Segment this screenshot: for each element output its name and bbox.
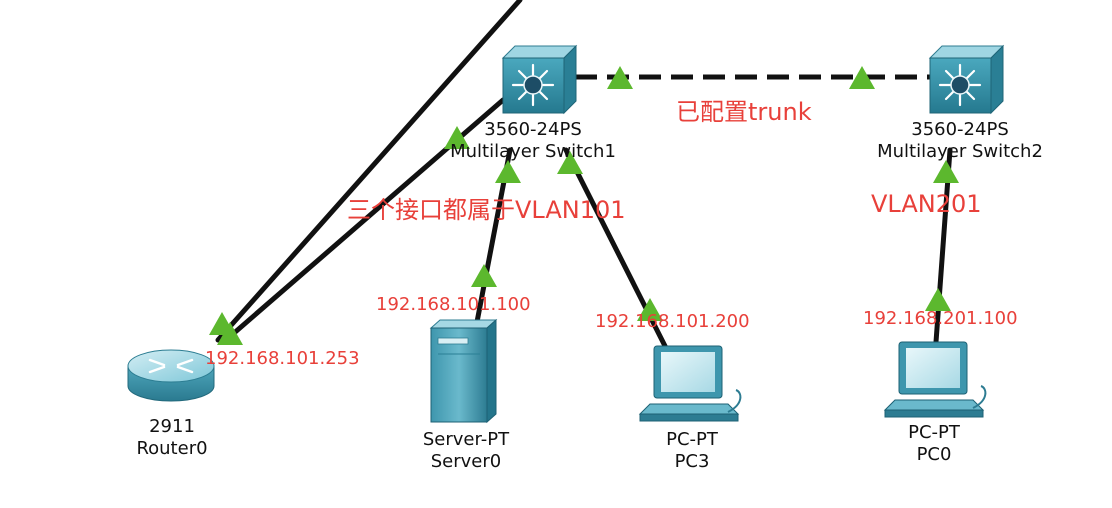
link-up-indicator: [607, 66, 633, 89]
link-up-indicator: [557, 151, 583, 174]
router0-name: Router0: [136, 438, 208, 459]
pc0-label: PC-PT PC0: [864, 422, 1004, 466]
pc0-icon[interactable]: [883, 341, 987, 418]
links: [215, 0, 953, 351]
router0-label: 2911 Router0: [112, 416, 232, 460]
pc0-ip: 192.168.201.100: [863, 308, 1018, 329]
link-router-offscreen[interactable]: [215, 0, 523, 343]
multilayer-switch1-icon[interactable]: [501, 44, 578, 115]
link-up-indicator: [495, 160, 521, 183]
vlan201-note: VLAN201: [871, 190, 982, 218]
router0-model: 2911: [149, 416, 195, 437]
server0-model: Server-PT: [422, 429, 510, 450]
server0-name: Server0: [430, 451, 502, 472]
trunk-note: 已配置trunk: [676, 98, 812, 126]
link-up-indicator: [217, 322, 243, 345]
link-up-indicator: [925, 288, 951, 311]
switch1-name: Multilayer Switch1: [450, 141, 616, 162]
pc0-model: PC-PT: [908, 422, 960, 443]
multilayer-switch2-icon[interactable]: [928, 44, 1005, 115]
link-up-indicator: [444, 126, 470, 149]
router0-icon[interactable]: [127, 349, 215, 402]
link-up-indicator: [471, 264, 497, 287]
vlan101-note: 三个接口都属于VLAN101: [347, 196, 626, 224]
link-up-indicator: [637, 298, 663, 321]
link-up-indicator: [933, 160, 959, 183]
switch2-name: Multilayer Switch2: [877, 141, 1043, 162]
server0-label: Server-PT Server0: [396, 429, 536, 473]
switch1-label: 3560-24PS Multilayer Switch1: [413, 119, 653, 163]
pc3-ip: 192.168.101.200: [595, 311, 750, 332]
switch2-label: 3560-24PS Multilayer Switch2: [840, 119, 1080, 163]
switch2-model: 3560-24PS: [911, 119, 1009, 140]
pc3-model: PC-PT: [666, 429, 718, 450]
pc0-name: PC0: [916, 444, 952, 465]
server0-icon[interactable]: [429, 318, 498, 424]
pc3-icon[interactable]: [638, 345, 742, 422]
pc3-label: PC-PT PC3: [622, 429, 762, 473]
pc3-name: PC3: [674, 451, 710, 472]
switch1-model: 3560-24PS: [484, 119, 582, 140]
link-up-indicator: [849, 66, 875, 89]
link-status-indicators: [209, 66, 959, 345]
server0-ip: 192.168.101.100: [376, 294, 531, 315]
router0-ip: 192.168.101.253: [205, 348, 360, 369]
